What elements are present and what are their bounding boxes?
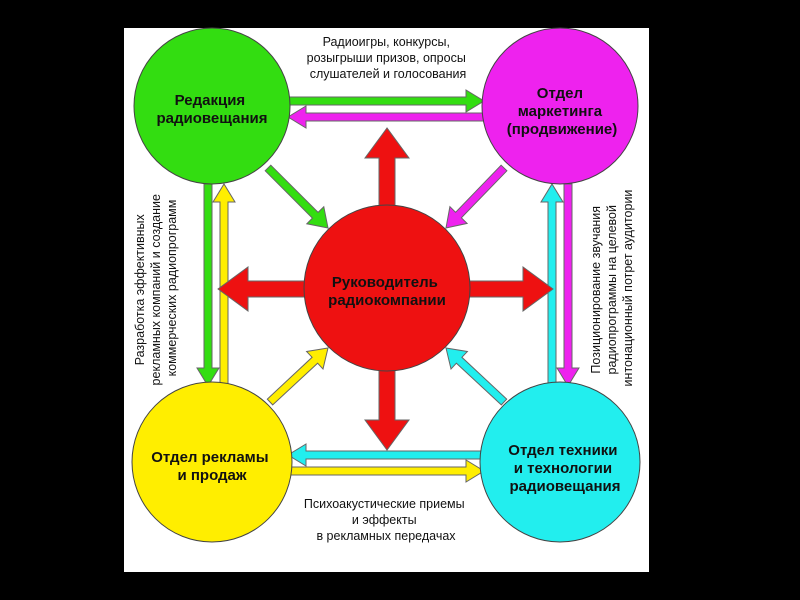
arrow-technical-to-advertising (287, 443, 485, 467)
label-marketing: Отдел маркетинга (продвижение) (507, 85, 618, 138)
caption-left: Разработка эффективных рекламных компани… (133, 191, 179, 386)
node-technical (479, 381, 641, 543)
arrow-marketing-to-editorial (287, 105, 485, 129)
arrow-technical-to-marketing (540, 183, 564, 387)
caption-right: Позиционирование звучания радиопрограммы… (589, 190, 635, 387)
node-director (303, 204, 471, 372)
arrow-marketing-to-technical (556, 183, 580, 387)
arrow-advertising-to-technical (287, 459, 485, 483)
caption-top: Радиоигры, конкурсы, розыгрыши призов, о… (307, 35, 470, 81)
arrow-editorial-to-marketing (287, 89, 485, 113)
node-editorial (133, 27, 291, 185)
label-director: Руководитель радиокомпании (328, 274, 446, 309)
node-marketing (481, 27, 639, 185)
arrow-advertising-to-director (266, 347, 329, 406)
label-editorial: Редакция радиовещания (157, 92, 268, 127)
arrow-technical-to-director (445, 347, 508, 406)
arrow-marketing-to-director (445, 164, 508, 229)
node-advertising (131, 381, 293, 543)
caption-bottom: Психоакустические приемы и эффекты в рек… (304, 497, 468, 543)
label-advertising: Отдел рекламы и продаж (151, 449, 273, 484)
arrow-editorial-to-advertising (196, 183, 220, 387)
arrow-editorial-to-director (264, 164, 329, 229)
label-technical: Отдел техники и технологии радиовещания (508, 442, 621, 495)
